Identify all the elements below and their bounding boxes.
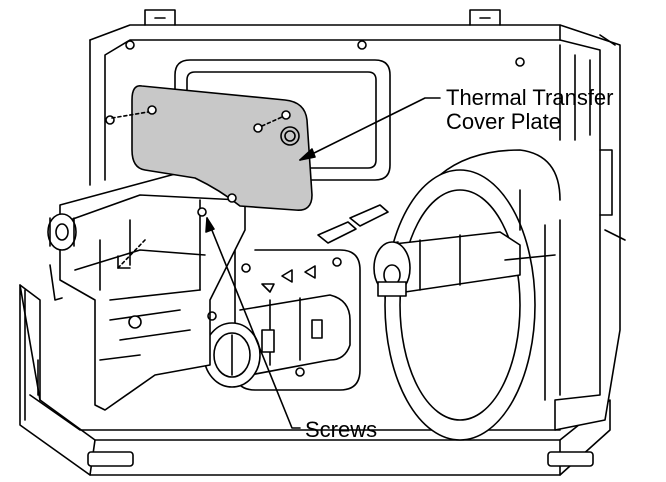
cover-plate-label-line1: Thermal Transfer xyxy=(446,85,614,110)
callout-leaders xyxy=(205,97,441,429)
screws-label: Screws xyxy=(305,417,378,442)
screws-leader xyxy=(206,217,301,429)
screws-arrowhead xyxy=(205,217,215,233)
print-head-assembly xyxy=(47,169,246,411)
cover-plate-arrowhead xyxy=(299,148,316,161)
printer-frame xyxy=(89,9,626,431)
cover-plate-leader xyxy=(299,97,441,161)
ribbon-spindle xyxy=(203,294,351,388)
cover-plate-label-line2: Cover Plate xyxy=(446,109,561,134)
printer-base xyxy=(19,284,611,476)
media-supply-hanger xyxy=(373,149,561,441)
thermal-transfer-cover-plate xyxy=(111,84,313,217)
cover-plate-label: Thermal Transfer Cover Plate xyxy=(446,86,614,134)
